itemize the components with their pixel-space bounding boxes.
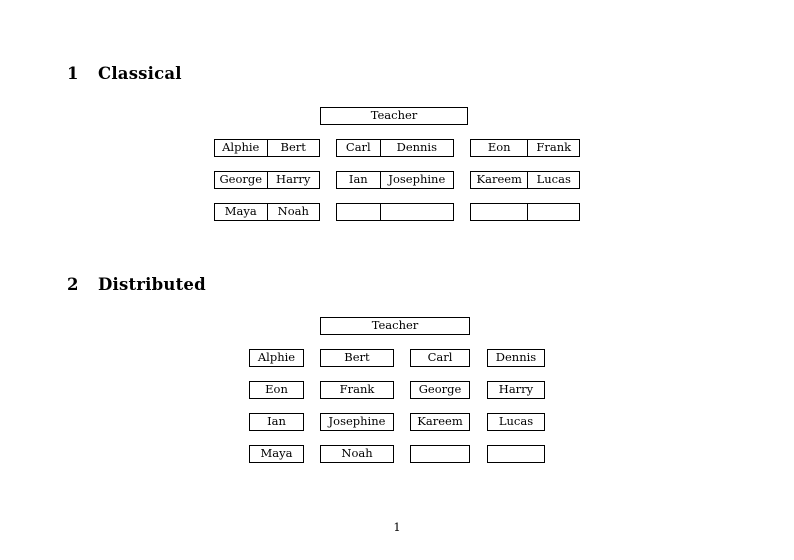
student-cell: Josephine <box>388 172 446 187</box>
student-cell: Maya <box>215 204 268 220</box>
student-box: Harry <box>487 381 545 399</box>
student-cell: Harry <box>276 172 311 187</box>
student-cell: Bert <box>280 140 306 155</box>
table-row <box>470 203 580 221</box>
teacher-box-distributed: Teacher <box>320 317 470 335</box>
table-row: Eon Frank <box>470 139 580 157</box>
student-cell-empty <box>381 204 453 220</box>
student-cell-empty <box>471 204 529 220</box>
student-cell: George <box>215 172 268 188</box>
table-row <box>336 203 454 221</box>
section-number: 1 <box>67 64 79 83</box>
student-cell-empty <box>337 204 381 220</box>
student-box: Josephine <box>320 413 394 431</box>
student-cell: Frank <box>536 140 572 155</box>
table-row: Alphie Bert <box>214 139 320 157</box>
student-box: George <box>410 381 470 399</box>
student-box-empty <box>487 445 545 463</box>
student-box: Alphie <box>249 349 304 367</box>
student-box: Eon <box>249 381 304 399</box>
student-cell: Noah <box>277 204 309 219</box>
student-box: Carl <box>410 349 470 367</box>
section-title: Distributed <box>98 275 206 294</box>
section-heading-distributed: 2 Distributed <box>67 275 206 294</box>
student-cell: Lucas <box>536 172 571 187</box>
table-row: Maya Noah <box>214 203 320 221</box>
student-box: Lucas <box>487 413 545 431</box>
student-cell: Ian <box>337 172 381 188</box>
student-cell-empty <box>528 204 579 220</box>
student-box: Noah <box>320 445 394 463</box>
student-cell: Carl <box>337 140 381 156</box>
student-cell: Kareem <box>471 172 529 188</box>
table-row: Ian Josephine <box>336 171 454 189</box>
student-box: Dennis <box>487 349 545 367</box>
teacher-box-classical: Teacher <box>320 107 468 125</box>
student-box: Ian <box>249 413 304 431</box>
table-row: George Harry <box>214 171 320 189</box>
student-box: Maya <box>249 445 304 463</box>
table-row: Kareem Lucas <box>470 171 580 189</box>
student-box-empty <box>410 445 470 463</box>
student-cell: Dennis <box>396 140 438 155</box>
student-cell: Alphie <box>215 140 268 156</box>
section-number: 2 <box>67 275 79 294</box>
student-box: Bert <box>320 349 394 367</box>
section-title: Classical <box>98 64 182 83</box>
student-box: Frank <box>320 381 394 399</box>
student-cell: Eon <box>471 140 529 156</box>
student-box: Kareem <box>410 413 470 431</box>
section-heading-classical: 1 Classical <box>67 64 182 83</box>
page-number: 1 <box>393 520 401 534</box>
table-row: Carl Dennis <box>336 139 454 157</box>
